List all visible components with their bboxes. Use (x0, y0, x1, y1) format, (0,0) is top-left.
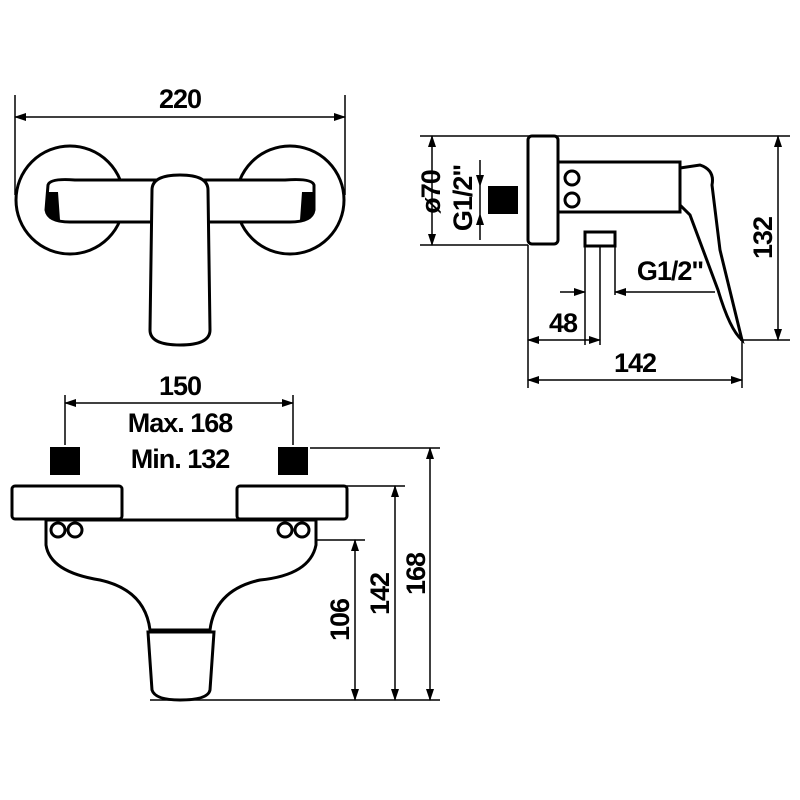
center-distance-label: 150 (159, 371, 201, 401)
diameter-label: ø70 (416, 170, 446, 214)
max-label: Max. 168 (128, 408, 234, 438)
side-body (556, 160, 682, 214)
left-rosette-bottom (10, 484, 124, 521)
front-view: 220 (14, 84, 346, 347)
offset-label: 48 (549, 308, 578, 338)
lever-handle (148, 173, 212, 347)
side-lever (678, 163, 745, 345)
min-label: Min. 132 (131, 444, 230, 474)
bottom-view: 150 Max. 168 Min. 132 168 142 106 (10, 371, 440, 702)
width-label: 220 (159, 84, 201, 114)
height-106-label: 106 (325, 598, 355, 641)
height-168-label: 168 (401, 552, 431, 595)
spout (146, 630, 216, 702)
outlet-thread-label: G1/2" (637, 256, 704, 286)
height-label: 132 (748, 217, 778, 259)
bottom-body (44, 518, 318, 632)
right-rosette-bottom (235, 484, 349, 521)
inlet-thread-label: G1/2" (448, 165, 478, 232)
depth-label: 142 (614, 348, 656, 378)
side-rosette (526, 134, 560, 246)
left-inlet-nut (50, 447, 80, 475)
side-view: ø70 G1/2" G1/2" 48 142 132 (416, 134, 790, 388)
right-inlet-nut (278, 447, 308, 475)
height-142-label: 142 (365, 573, 395, 615)
inlet-connector (488, 186, 518, 214)
outlet-connector (583, 230, 617, 248)
